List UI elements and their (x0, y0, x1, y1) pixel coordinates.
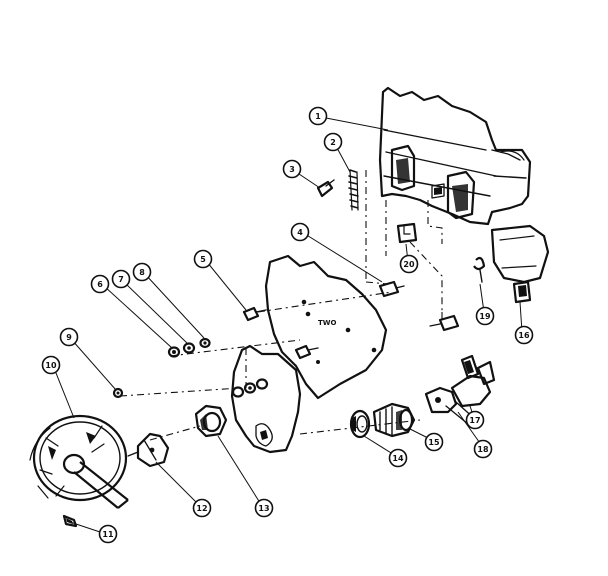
callout-7: 7 (111, 269, 131, 289)
set-screw-part-11 (62, 514, 78, 528)
svg-text:18: 18 (477, 445, 489, 454)
svg-text:12: 12 (196, 504, 207, 513)
svg-text:11: 11 (102, 530, 114, 539)
gasket-part-14 (349, 409, 371, 439)
callout-10: 10 (41, 355, 61, 375)
alignment-lines (119, 170, 443, 441)
coil-spring-part-2 (348, 169, 359, 211)
svg-text:7: 7 (118, 275, 124, 284)
svg-text:5: 5 (200, 255, 206, 264)
callout-1: 1 (308, 106, 328, 126)
callout-6: 6 (90, 274, 110, 294)
screw-part-5 (242, 306, 267, 322)
svg-text:17: 17 (469, 416, 480, 425)
svg-text:1: 1 (315, 112, 321, 121)
hex-nut-part-13 (194, 404, 228, 438)
callout-15: 15 (424, 432, 444, 452)
svg-text:15: 15 (428, 438, 440, 447)
callout-18: 18 (473, 439, 493, 459)
svg-text:3: 3 (289, 165, 295, 174)
spring-clip-part-18 (473, 256, 486, 283)
svg-text:14: 14 (392, 454, 404, 463)
mounting-plate-part-4: TWO (264, 254, 460, 400)
svg-text:4: 4 (297, 228, 303, 237)
center-nut-cluster (231, 378, 269, 398)
callout-labels: 1 2 3 4 5 6 7 8 9 10 11 12 13 14 15 16 1… (41, 106, 534, 544)
callout-20: 20 (399, 254, 419, 274)
valve-switch-part-16-17 (424, 354, 496, 425)
callout-9: 9 (59, 327, 79, 347)
callout-17: 17 (465, 410, 485, 430)
washer-nut-set-6-7-8 (167, 337, 211, 358)
housing-tab-part-20 (396, 222, 418, 244)
callout-16: 16 (514, 325, 534, 345)
svg-text:9: 9 (66, 333, 72, 342)
plate-label: TWO (318, 319, 336, 327)
screw-part-3 (316, 179, 335, 198)
control-knob-part-10 (29, 414, 129, 509)
coupling-part-12 (127, 432, 170, 468)
callout-13: 13 (254, 498, 274, 518)
svg-text:19: 19 (479, 312, 491, 321)
housing-cover-part (378, 86, 532, 226)
svg-text:8: 8 (139, 268, 145, 277)
callout-8: 8 (132, 262, 152, 282)
callout-12: 12 (192, 498, 212, 518)
svg-text:6: 6 (97, 280, 103, 289)
small-nut-part-9 (112, 387, 124, 399)
callout-5: 5 (193, 249, 213, 269)
svg-text:2: 2 (330, 138, 336, 147)
callout-19: 19 (475, 306, 495, 326)
side-bracket-part-19 (490, 224, 550, 304)
svg-text:16: 16 (518, 331, 530, 340)
callout-3: 3 (282, 159, 302, 179)
lower-bracket-plate (230, 344, 302, 454)
callout-2: 2 (323, 132, 343, 152)
threaded-bushing-part-15 (372, 402, 416, 438)
svg-text:10: 10 (45, 361, 57, 370)
callout-4: 4 (290, 222, 310, 242)
svg-text:13: 13 (258, 504, 269, 513)
callout-14: 14 (388, 448, 408, 468)
callout-11: 11 (98, 524, 118, 544)
svg-text:20: 20 (403, 260, 415, 269)
